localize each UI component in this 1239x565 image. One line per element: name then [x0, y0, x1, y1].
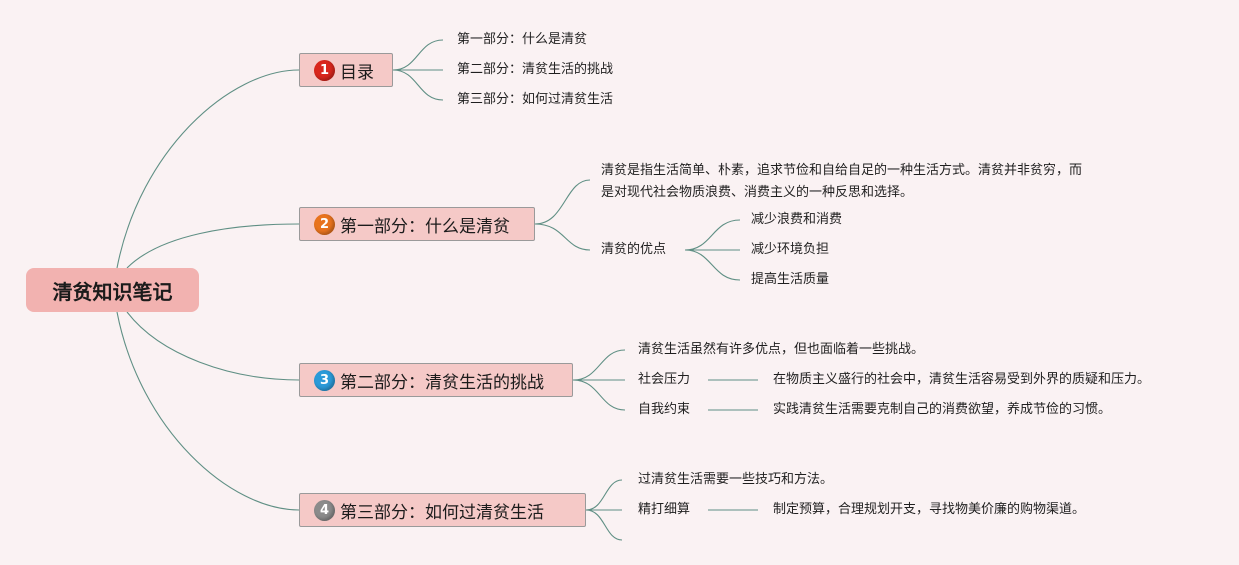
section-2-node[interactable]: 2 第一部分：什么是清贫 [299, 207, 535, 241]
number-badge-2-icon: 2 [314, 213, 335, 235]
number-badge-1-icon: 1 [314, 59, 335, 81]
link-s4-empty [585, 509, 623, 541]
methods-intro[interactable]: 过清贫生活需要一些技巧和方法。 [638, 472, 834, 487]
toc-item-2[interactable]: 第二部分：清贫生活的挑战 [457, 62, 614, 77]
section-1-title: 目录 [340, 62, 374, 83]
method-label-1[interactable]: 精打细算 [638, 502, 691, 517]
link-s1-i1 [392, 39, 444, 71]
section-4-title: 第三部分：如何过清贫生活 [340, 502, 544, 523]
challenge-detail-2[interactable]: 实践清贫生活需要克制自己的消费欲望，养成节俭的习惯。 [773, 402, 1112, 417]
toc-item-3[interactable]: 第三部分：如何过清贫生活 [457, 92, 614, 107]
challenge-detail-1[interactable]: 在物质主义盛行的社会中，清贫生活容易受到外界的质疑和压力。 [773, 372, 1151, 387]
section-2-title: 第一部分：什么是清贫 [340, 216, 510, 237]
link-s2-adv [534, 223, 591, 251]
number-badge-4-icon: 4 [314, 499, 335, 521]
link-s3-intro [572, 349, 626, 381]
challenge-label-1[interactable]: 社会压力 [638, 372, 691, 387]
toc-item-1[interactable]: 第一部分：什么是清贫 [457, 32, 588, 47]
section-3-node[interactable]: 3 第二部分：清贫生活的挑战 [299, 363, 573, 397]
link-adv-i1 [684, 219, 741, 251]
link-s4-intro [585, 479, 623, 511]
root-topic[interactable]: 清贫知识笔记 [26, 268, 199, 312]
advantage-item-2[interactable]: 减少环境负担 [751, 242, 830, 257]
section-3-title: 第二部分：清贫生活的挑战 [340, 372, 544, 393]
definition-text[interactable]: 清贫是指生活简单、朴素，追求节俭和自给自足的一种生活方式。清贫并非贫穷，而是对现… [601, 163, 1083, 200]
advantage-item-1[interactable]: 减少浪费和消费 [751, 212, 843, 227]
method-detail-1[interactable]: 制定预算，合理规划开支，寻找物美价廉的购物渠道。 [773, 502, 1086, 517]
link-root-s4 [116, 311, 300, 511]
number-badge-3-icon: 3 [314, 369, 335, 391]
advantage-item-3[interactable]: 提高生活质量 [751, 272, 830, 287]
link-root-s1 [116, 69, 300, 269]
advantages-label[interactable]: 清贫的优点 [601, 242, 667, 257]
link-s3-p2 [572, 379, 626, 411]
link-root-s2 [126, 223, 300, 269]
link-s2-def [534, 179, 591, 225]
link-adv-i3 [684, 249, 741, 281]
link-root-s3 [126, 311, 300, 381]
section-4-node[interactable]: 4 第三部分：如何过清贫生活 [299, 493, 586, 527]
challenge-label-2[interactable]: 自我约束 [638, 402, 691, 417]
challenges-intro[interactable]: 清贫生活虽然有许多优点，但也面临着一些挑战。 [638, 342, 925, 357]
link-s1-i3 [392, 69, 444, 101]
section-1-node[interactable]: 1 目录 [299, 53, 393, 87]
